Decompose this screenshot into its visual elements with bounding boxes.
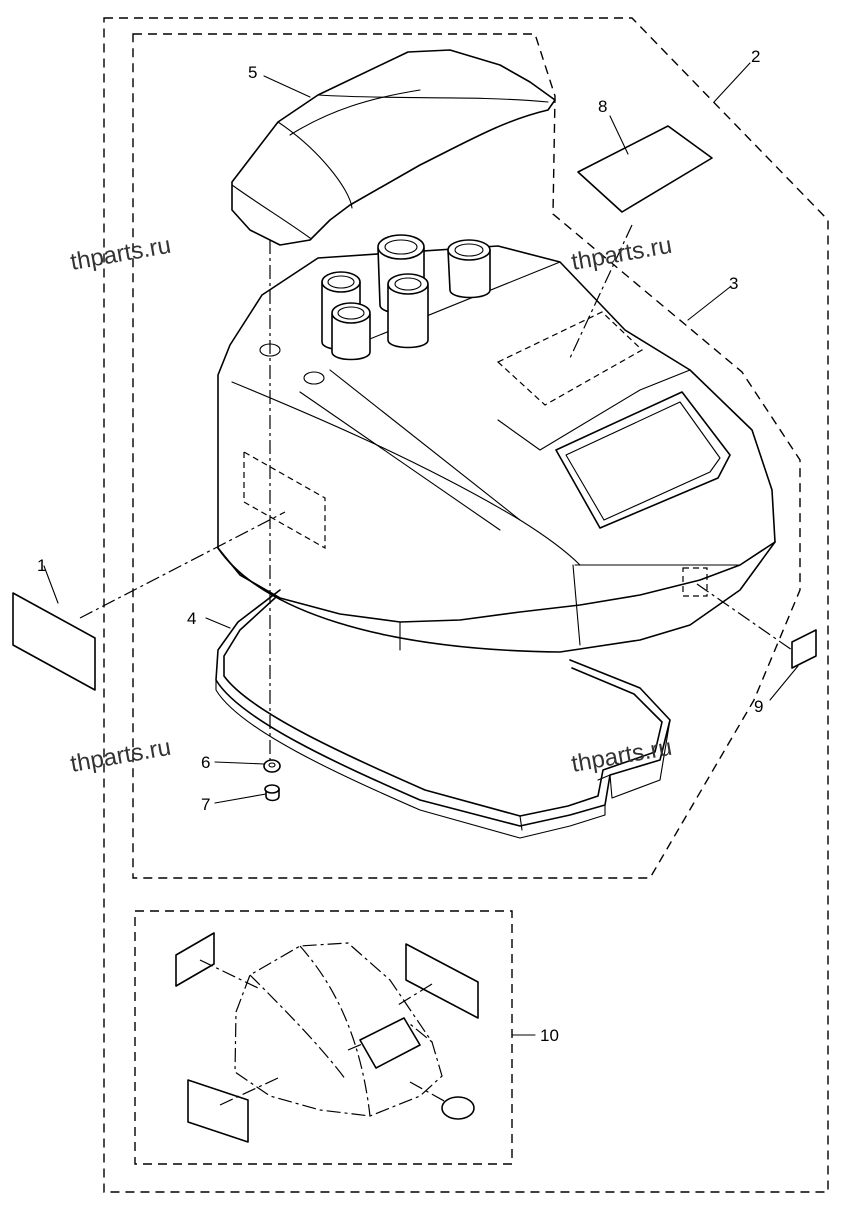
assembly-boundary-3 <box>132 33 801 879</box>
watermark-1: thparts.ru <box>68 232 173 276</box>
callout-6: 6 <box>201 753 210 772</box>
callout-3: 3 <box>729 274 738 293</box>
label-1 <box>12 592 96 691</box>
callout-2: 2 <box>751 47 760 66</box>
callout-9: 9 <box>754 697 763 716</box>
callout-7: 7 <box>201 795 210 814</box>
label-1-leader <box>79 511 286 619</box>
washer-6 <box>263 759 281 773</box>
watermark-3: thparts.ru <box>68 734 173 778</box>
nut-7 <box>264 784 280 802</box>
watermark-2: thparts.ru <box>569 232 674 276</box>
callout-5: 5 <box>248 63 257 82</box>
assembly-boundary-2 <box>103 17 829 1193</box>
callout-8: 8 <box>598 97 607 116</box>
callout-1: 1 <box>37 556 46 575</box>
label-9 <box>791 629 817 669</box>
label-8 <box>577 125 713 213</box>
kit-illustration <box>175 932 479 1143</box>
label-9-leader <box>696 583 793 651</box>
seal-4 <box>215 589 671 839</box>
cover-5 <box>231 49 556 246</box>
kit-boundary-10 <box>134 910 513 1165</box>
callout-4: 4 <box>187 609 196 628</box>
top-cowling <box>217 245 776 653</box>
cowling-grommets <box>259 234 491 385</box>
callout-10: 10 <box>540 1026 559 1045</box>
callout-leaders <box>43 62 799 1036</box>
